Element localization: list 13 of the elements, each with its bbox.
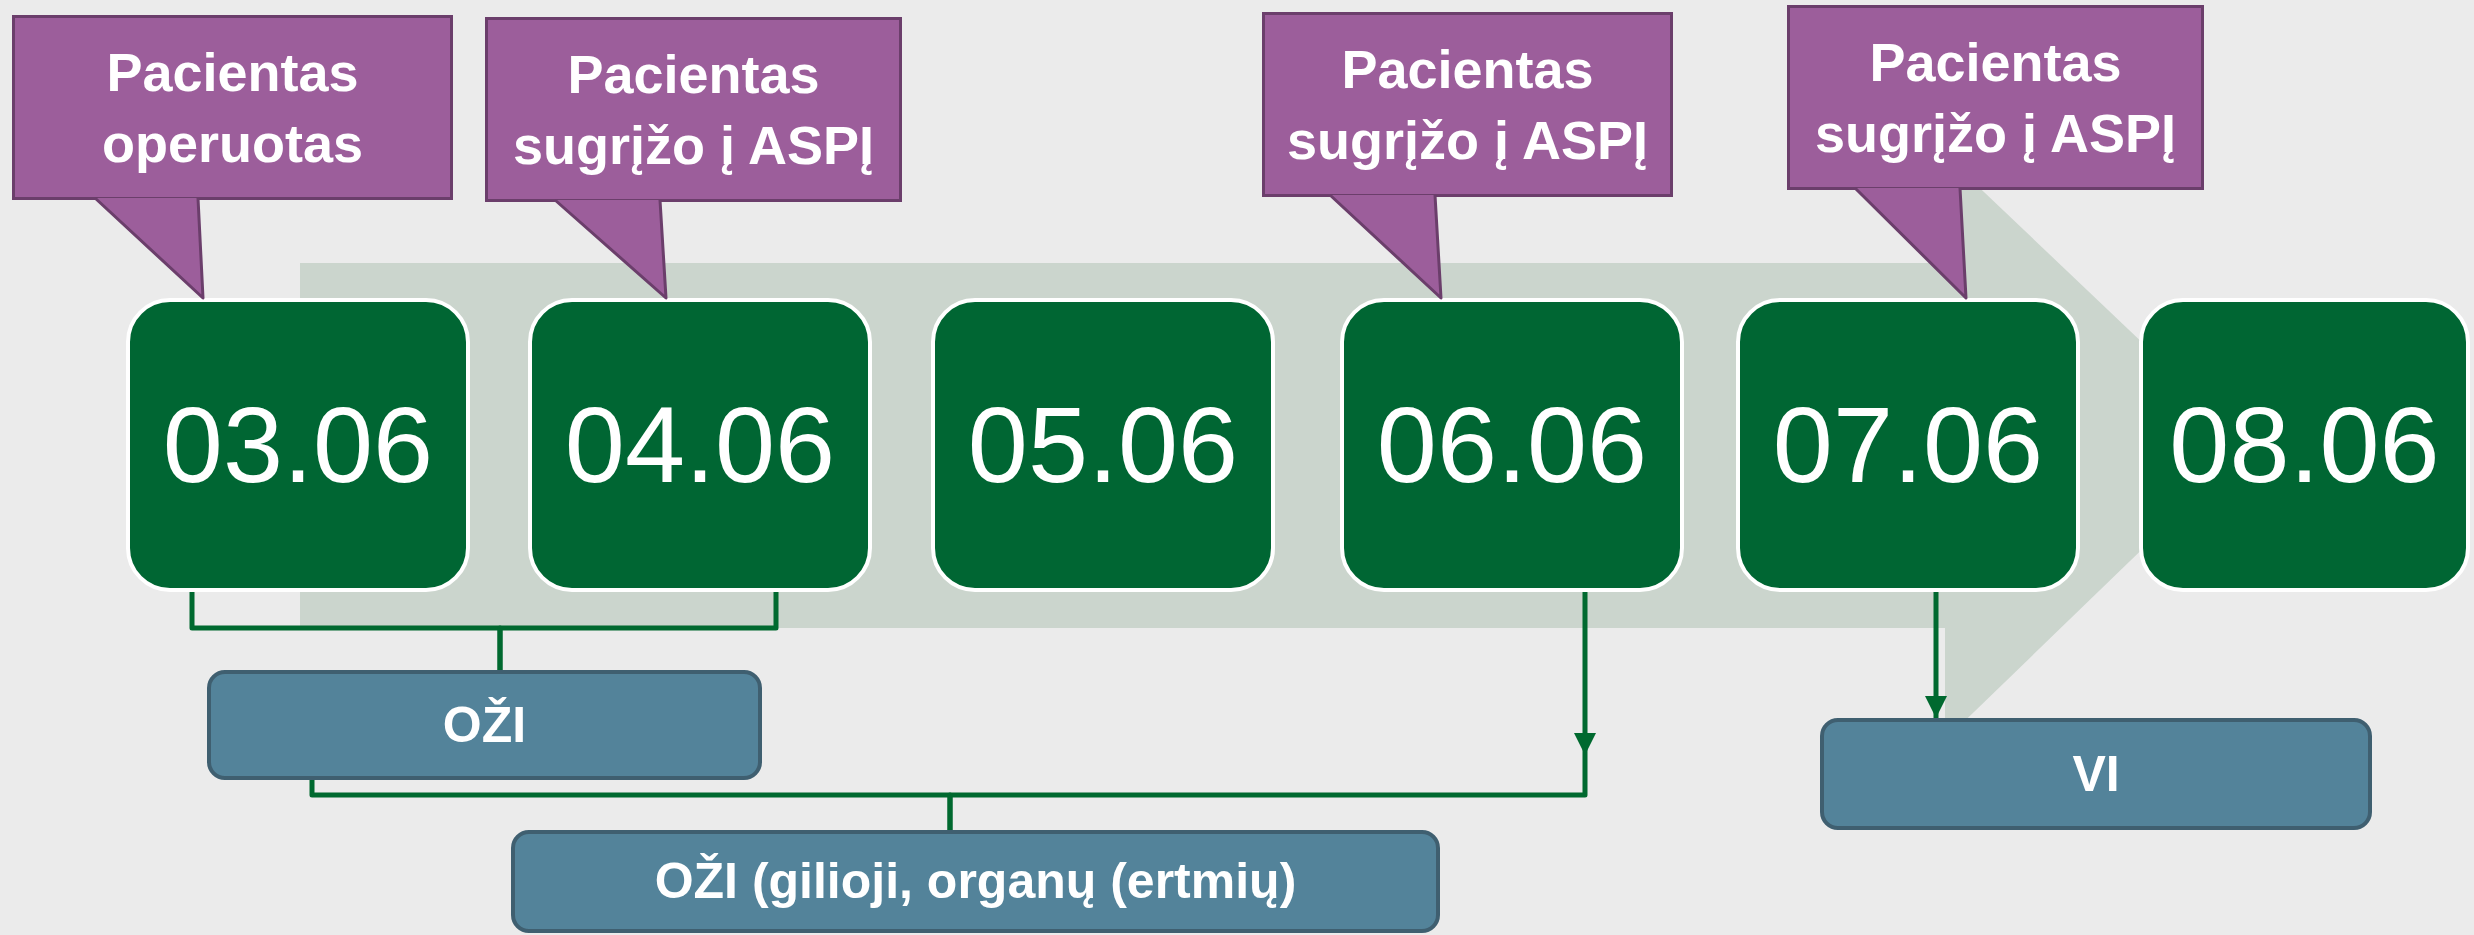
- phase-box: OŽI: [207, 670, 762, 780]
- date-box: 04.06: [528, 298, 872, 592]
- date-box: 06.06: [1340, 298, 1684, 592]
- callout-pointer: [1328, 193, 1443, 300]
- date-box: 05.06: [931, 298, 1275, 592]
- callout-pointer: [553, 198, 668, 300]
- date-box: 08.06: [2139, 298, 2470, 592]
- phase-box: VI: [1820, 718, 2372, 830]
- callout-pointer: [93, 196, 205, 300]
- date-box: 03.06: [126, 298, 470, 592]
- date-box: 07.06: [1736, 298, 2080, 592]
- phase-box: OŽI (gilioji, organų (ertmių): [511, 830, 1440, 933]
- callout-pointer: [1853, 186, 1968, 300]
